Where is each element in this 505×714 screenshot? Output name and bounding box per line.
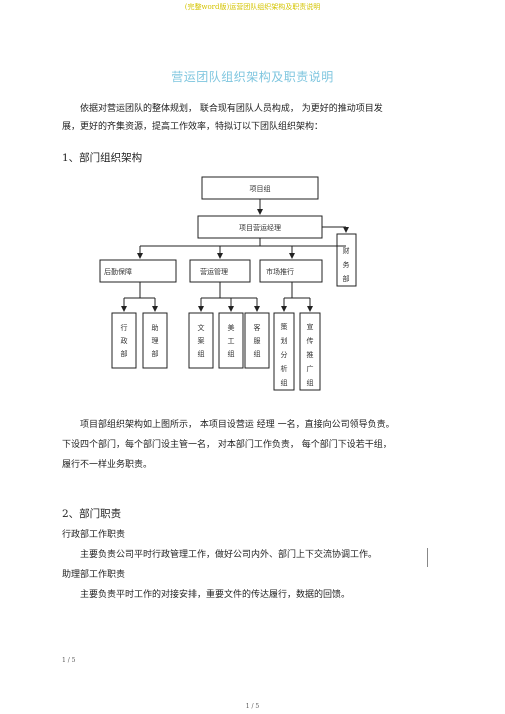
desc-line-2: 下设四个部门，每个部门设主管一名， 对本部门工作负责， 每个部门下设若干组， (62, 440, 392, 450)
org-label-marketing: 市场推行 (266, 267, 294, 276)
org-box-logistics (99, 259, 177, 283)
org-unit-promo-char: 推 (307, 350, 314, 359)
org-box-marketing (259, 259, 323, 283)
org-box-finance (336, 233, 357, 287)
document-title: 营运团队组织架构及职责说明 (171, 70, 334, 84)
org-unit-planning-char: 分 (281, 350, 288, 359)
org-unit-planning-char: 划 (281, 336, 288, 345)
intro-line-1: 依据对营运团队的整体规划， 联合现有团队人员构成， 为更好的推动项目发 (80, 104, 383, 114)
org-box-design (218, 312, 244, 369)
org-unit-promo-char: 传 (307, 336, 314, 345)
org-label-ops-manager: 项目营运经理 (239, 223, 281, 232)
org-box-service (244, 312, 270, 369)
org-unit-copy-char: 文 (198, 323, 205, 332)
org-unit-design-char: 组 (228, 349, 235, 358)
org-unit-service-char: 服 (254, 337, 261, 345)
org-unit-assistant-char: 助 (152, 323, 159, 332)
intro-line-2: 展，更好的齐集资源，提高工作效率，特拟订以下团队组织架构： (62, 122, 324, 132)
section-1-heading: 1、部门组织架构 (62, 152, 143, 164)
org-unit-service-char: 客 (254, 323, 261, 332)
org-unit-copy-char: 案 (198, 336, 205, 345)
org-unit-planning-char: 析 (281, 364, 288, 373)
org-unit-promo-char: 宣 (307, 322, 314, 331)
org-unit-copy-char: 组 (198, 349, 205, 358)
page-header: (完整word版)运营团队组织架构及职责说明 (184, 3, 321, 11)
org-unit-service-char: 组 (254, 349, 261, 358)
org-unit-assistant-char: 部 (152, 349, 159, 358)
text-cursor-mark (427, 548, 428, 567)
org-unit-planning-char: 策 (281, 322, 288, 331)
org-chart: 项目组 项目营运经理 财 务 部 后勤保障 营运管理 市场推行 行 政 部 助 … (99, 176, 357, 391)
org-unit-planning-char: 组 (281, 378, 288, 387)
org-box-promotion (299, 312, 321, 391)
org-label-operations: 营运管理 (200, 267, 228, 276)
assistant-duty-title: 助理部工作职责 (62, 570, 126, 580)
org-unit-design-char: 工 (228, 337, 235, 345)
admin-duty-text: 主要负责公司平时行政管理工作，做好公司内外、部门上下交流协调工作。 (80, 550, 378, 560)
org-label-finance-3: 部 (343, 274, 350, 283)
org-unit-promo-char: 广 (307, 364, 314, 373)
org-unit-admin-char: 政 (121, 336, 128, 345)
org-unit-admin-char: 行 (121, 323, 128, 332)
org-label-finance-1: 财 (343, 246, 350, 255)
org-box-admin (111, 312, 137, 369)
page-number-bottom: 1 / 5 (245, 703, 260, 710)
page-number-left: 1 / 5 (62, 657, 76, 664)
org-box-assistant (142, 312, 168, 369)
org-unit-design-char: 美 (228, 323, 235, 332)
org-label-finance-2: 务 (343, 260, 350, 269)
org-label-project-team: 项目组 (250, 184, 271, 193)
org-unit-assistant-char: 理 (152, 337, 159, 345)
org-box-copywriting (188, 312, 214, 369)
admin-duty-title: 行政部工作职责 (62, 530, 126, 540)
assistant-duty-text: 主要负责平时工作的对接安排，重要文件的传达履行，数据的回馈。 (80, 590, 351, 600)
org-unit-promo-char: 组 (307, 378, 314, 387)
section-2-heading: 2、部门职责 (62, 508, 122, 520)
org-box-planning (273, 312, 295, 391)
org-unit-admin-char: 部 (121, 349, 128, 358)
desc-line-1: 项目部组织架构如上图所示， 本项目设营运 经理 一名，直接向公司领导负责。 (80, 420, 395, 430)
desc-line-3: 履行不一样业务职责。 (62, 460, 153, 470)
org-label-logistics: 后勤保障 (104, 267, 132, 276)
